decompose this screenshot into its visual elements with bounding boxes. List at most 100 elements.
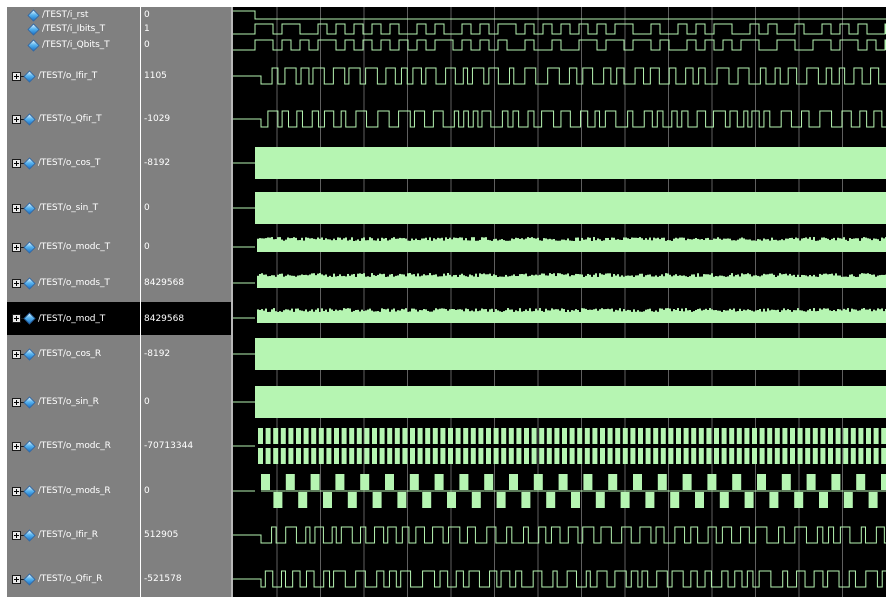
waveform-o-mods-t-spike — [467, 276, 469, 278]
signal-row-o-qfir-t[interactable]: /TEST/o_Qfir_T — [7, 112, 140, 126]
signal-value-row-o-cos-r[interactable]: -8192 — [141, 347, 231, 361]
waveform-o-mods-t-spike — [759, 276, 761, 278]
waveform-canvas[interactable] — [233, 7, 886, 597]
signal-row-o-qfir-r[interactable]: /TEST/o_Qfir_R — [7, 572, 140, 586]
waveform-o-mod-t-spike — [657, 311, 659, 313]
waveform-o-mod-t-spike — [663, 309, 665, 313]
signal-value-row-i-rst[interactable]: 0 — [141, 8, 231, 22]
waveform-o-mods-t-spike — [853, 276, 855, 278]
expand-icon[interactable] — [12, 441, 21, 451]
signal-row-o-mods-t[interactable]: /TEST/o_mods_T — [7, 276, 140, 290]
signal-value-row-o-ifir-t[interactable]: 1105 — [141, 69, 231, 83]
expand-icon[interactable] — [12, 349, 21, 359]
signal-row-o-cos-r[interactable]: /TEST/o_cos_R — [7, 347, 140, 361]
waveform-o-mod-t-spike — [353, 310, 355, 313]
waveform-o-mods-t-spike — [727, 276, 729, 278]
waveform-o-mod-t-spike — [745, 310, 747, 313]
waveform-o-modc-t-spike — [601, 240, 603, 242]
waveform-o-mods-t-spike — [833, 275, 835, 278]
waveform-o-modc-t-spike — [519, 238, 521, 242]
waveform-o-modc-t-spike — [419, 240, 421, 242]
signal-row-o-ifir-t[interactable]: /TEST/o_Ifir_T — [7, 69, 140, 83]
waveform-pane[interactable] — [233, 7, 886, 597]
signal-value-row-o-sin-r[interactable]: 0 — [141, 395, 231, 409]
waveform-o-mod-t-spike — [673, 309, 675, 313]
waveform-o-mods-t-spike — [525, 273, 527, 278]
waveform-o-mod-t-spike — [779, 311, 781, 313]
expand-icon[interactable] — [12, 314, 21, 323]
signal-value-row-o-qfir-r[interactable]: -521578 — [141, 572, 231, 586]
waveform-o-mod-t-spike — [339, 309, 341, 313]
waveform-o-modc-t-spike — [293, 237, 295, 242]
waveform-o-mod-t-spike — [599, 309, 601, 313]
expand-icon[interactable] — [12, 71, 21, 81]
waveform-o-mod-t-spike — [633, 309, 635, 313]
waveform-o-modc-t-spike — [861, 238, 863, 242]
waveform-o-mod-t-spike — [689, 310, 691, 313]
waveform-o-mods-t-spike — [341, 276, 343, 278]
signal-row-i-ibits-t[interactable]: /TEST/i_Ibits_T — [7, 22, 140, 36]
waveform-o-mods-t-spike — [885, 274, 886, 278]
waveform-o-mods-t-spike — [729, 274, 731, 278]
expand-icon[interactable] — [12, 574, 21, 584]
waveform-o-modc-t-spike — [301, 237, 303, 242]
signal-row-o-ifir-r[interactable]: /TEST/o_Ifir_R — [7, 528, 140, 542]
signal-value-row-o-ifir-r[interactable]: 512905 — [141, 528, 231, 542]
waveform-o-mods-t-spike — [863, 273, 865, 278]
waveform-o-mods-r-block — [372, 492, 382, 508]
signal-row-i-qbits-t[interactable]: /TEST/i_Qbits_T — [7, 38, 140, 52]
waveform-o-mods-t-spike — [787, 275, 789, 278]
signal-row-o-modc-r[interactable]: /TEST/o_modc_R — [7, 439, 140, 453]
expand-icon[interactable] — [12, 486, 21, 496]
expand-icon[interactable] — [12, 530, 21, 540]
signal-row-o-cos-t[interactable]: /TEST/o_cos_T — [7, 156, 140, 170]
expand-icon[interactable] — [12, 203, 21, 213]
signal-value-row-o-qfir-t[interactable]: -1029 — [141, 112, 231, 126]
signal-value-row-o-mods-r[interactable]: 0 — [141, 484, 231, 498]
waveform-o-mod-t-spike — [737, 311, 739, 313]
expand-icon[interactable] — [12, 114, 21, 124]
signal-row-o-mod-t[interactable]: /TEST/o_mod_T — [7, 302, 140, 335]
waveform-o-mod-t-spike — [831, 310, 833, 313]
waveform-o-mods-t-spike — [575, 273, 577, 278]
waveform-o-modc-t-spike — [269, 237, 271, 242]
signal-value-row-o-cos-t[interactable]: -8192 — [141, 156, 231, 170]
waveform-o-modc-t-spike — [697, 238, 699, 242]
signal-value: 0 — [144, 242, 150, 252]
pane-splitter[interactable] — [231, 7, 233, 597]
expand-icon[interactable] — [12, 242, 21, 252]
waveform-o-sin-r — [255, 386, 886, 418]
signal-row-i-rst[interactable]: /TEST/i_rst — [7, 8, 140, 22]
waveform-o-mods-t-spike — [547, 275, 549, 278]
expand-icon[interactable] — [12, 158, 21, 168]
signal-value-row-i-ibits-t[interactable]: 1 — [141, 22, 231, 36]
waveform-o-mod-t-spike — [371, 310, 373, 313]
waveform-o-mod-t-spike — [265, 308, 267, 313]
signal-value-row-o-mods-t[interactable]: 8429568 — [141, 276, 231, 290]
signal-value-row-o-modc-r[interactable]: -70713344 — [141, 439, 231, 453]
waveform-o-modc-t-spike — [353, 240, 355, 242]
signal-value-row-o-modc-t[interactable]: 0 — [141, 240, 231, 254]
signal-row-o-sin-t[interactable]: /TEST/o_sin_T — [7, 201, 140, 215]
waveform-o-mods-t-spike — [395, 275, 397, 278]
waveform-o-modc-t-spike — [413, 240, 415, 242]
waveform-o-modc-t-spike — [703, 240, 705, 242]
waveform-o-mods-r-block — [509, 474, 518, 490]
signal-row-o-mods-r[interactable]: /TEST/o_mods_R — [7, 484, 140, 498]
signal-value-row-o-mod-t[interactable]: 8429568 — [141, 302, 231, 335]
waveform-o-modc-t-spike — [653, 237, 655, 242]
waveform-o-mod-t-spike — [695, 309, 697, 313]
waveform-o-modc-t-spike — [635, 237, 637, 242]
waveform-o-mods-t-spike — [263, 274, 265, 278]
expand-icon[interactable] — [12, 278, 21, 288]
signal-row-o-sin-r[interactable]: /TEST/o_sin_R — [7, 395, 140, 409]
waveform-o-mod-t-spike — [289, 310, 291, 313]
waveform-o-mod-t-spike — [561, 308, 563, 313]
waveform-o-mod-t-spike — [449, 309, 451, 313]
signal-value-row-i-qbits-t[interactable]: 0 — [141, 38, 231, 52]
signal-value-row-o-sin-t[interactable]: 0 — [141, 201, 231, 215]
signal-row-o-modc-t[interactable]: /TEST/o_modc_T — [7, 240, 140, 254]
waveform-o-mods-r-block — [447, 492, 456, 508]
waveform-o-mod-t-spike — [733, 308, 735, 313]
expand-icon[interactable] — [12, 397, 21, 407]
